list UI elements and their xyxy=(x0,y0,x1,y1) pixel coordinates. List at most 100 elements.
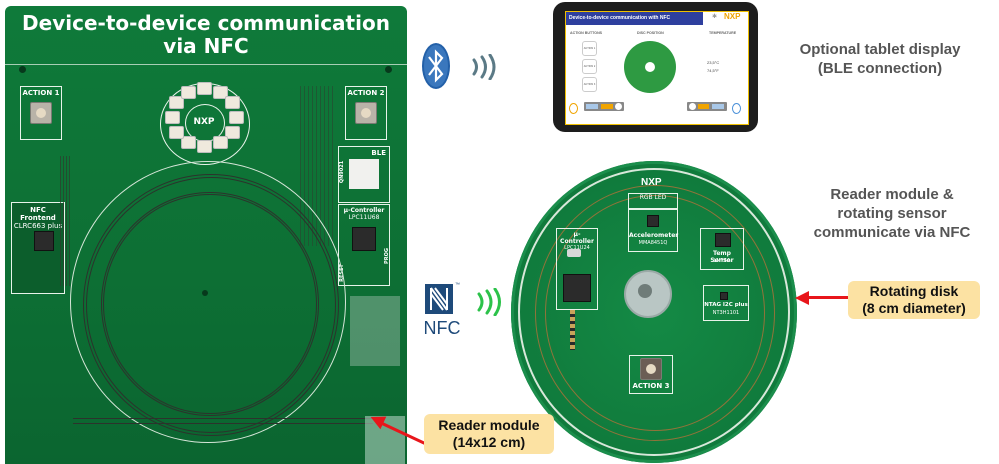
title-divider xyxy=(5,64,407,65)
ntag-label: NTAG I2C plus xyxy=(704,302,748,308)
button-cap xyxy=(361,108,371,118)
led xyxy=(197,140,212,154)
disk-nxp-logo: NXP xyxy=(641,177,662,188)
ntag-footprint: NTAG I2C plus NT3H1101 xyxy=(703,285,749,321)
led xyxy=(213,85,228,99)
board-title-line1: Device-to-device communication xyxy=(22,11,390,35)
ble-label: BLE xyxy=(371,149,386,157)
controller-label: µ-Controller xyxy=(343,207,385,214)
bluetooth-icon xyxy=(422,43,450,89)
tablet-bar-indicator xyxy=(689,103,696,110)
nfc-n-glyph xyxy=(430,287,448,311)
disk-pin-header xyxy=(570,310,575,350)
reader-module-board: Device-to-device communication via NFC A… xyxy=(5,6,407,464)
center-hole xyxy=(202,290,208,296)
tablet-bar-segment xyxy=(698,104,709,109)
tablet-bar-segment xyxy=(712,104,724,109)
connector-area xyxy=(350,296,400,366)
tablet-caption-line2: (BLE connection) xyxy=(817,60,943,77)
reset-button[interactable] xyxy=(567,249,581,257)
led xyxy=(165,111,180,124)
button-cap xyxy=(36,108,46,118)
action1-button[interactable] xyxy=(30,102,52,124)
prog-label: PROG xyxy=(384,248,391,264)
disk-arrow-line xyxy=(806,296,848,299)
nfc-frontend-chip-label: CLRC663 plus xyxy=(13,222,63,230)
nfc-label: NFC xyxy=(423,318,461,338)
nfc-trademark: ™ xyxy=(455,282,460,288)
tablet-bluetooth-icon: ✱ xyxy=(712,14,718,20)
nfc-frontend-label: NFC Frontend xyxy=(20,206,56,222)
clrc663-chip xyxy=(34,231,54,251)
antenna-outline xyxy=(70,161,346,443)
lpc11u68-chip xyxy=(352,227,376,251)
rgb-led-footprint: RGB LED xyxy=(628,193,678,210)
nfc-waves-icon xyxy=(477,288,501,316)
nfc-icon xyxy=(425,284,453,314)
pcb-traces xyxy=(60,156,70,286)
tablet-action1-button[interactable]: ACTION 1 xyxy=(582,41,597,56)
tablet-temp-fahrenheit: 74,5°F xyxy=(707,68,719,73)
tablet-bar-indicator xyxy=(615,103,622,110)
antenna-coil xyxy=(83,174,339,436)
led xyxy=(169,96,185,110)
button-cap xyxy=(646,364,656,374)
led xyxy=(229,111,244,124)
ble-footprint: BLE QN9021 xyxy=(338,146,390,203)
temp-sensor-footprint: Temp Sensor LM75A xyxy=(700,228,744,270)
nt3h1101-chip xyxy=(720,292,728,300)
disk-antenna-ring xyxy=(535,185,775,441)
led xyxy=(181,85,196,99)
action2-button[interactable] xyxy=(355,102,377,124)
antenna-coil-inner xyxy=(101,192,319,416)
nfc-caption-line1: Reader module & xyxy=(830,186,954,203)
action2-footprint: ACTION 2 xyxy=(345,86,387,140)
bluetooth-waves-icon xyxy=(472,54,496,80)
tablet-bar-segment xyxy=(586,104,598,109)
disk-rim xyxy=(518,168,790,456)
mounting-hole xyxy=(385,66,392,73)
board-title: Device-to-device communication via NFC xyxy=(5,12,407,58)
action3-footprint: ACTION 3 xyxy=(629,355,673,394)
lm75a-chip xyxy=(715,233,731,247)
disk-antenna-ring xyxy=(545,195,765,431)
led xyxy=(197,81,212,95)
tablet-header-title: Device-to-device communication with NFC xyxy=(566,12,703,25)
accelerometer-chip-label: MMA8451Q xyxy=(638,240,668,246)
tablet-action3-button[interactable]: ACTION 3 xyxy=(582,77,597,92)
led xyxy=(224,125,240,139)
tablet-nxp-logo: NXP xyxy=(724,12,741,21)
led xyxy=(181,136,196,150)
disk-hub-center xyxy=(638,284,652,298)
tablet-action2-button[interactable]: ACTION 2 xyxy=(582,59,597,74)
ble-module xyxy=(349,159,379,189)
led xyxy=(169,125,185,139)
disk-controller-footprint: µ-Controller LPC11U24 xyxy=(556,228,598,310)
tablet-caption: Optional tablet display (BLE connection) xyxy=(765,40,995,78)
tablet-caption-line1: Optional tablet display xyxy=(799,41,961,58)
rotating-disk-callout: Rotating disk (8 cm diameter) xyxy=(848,281,980,319)
accelerometer-footprint: Accelerometer MMA8451Q xyxy=(628,208,678,252)
reader-callout-line1: Reader module xyxy=(438,417,540,433)
tablet-bluetooth-status-icon xyxy=(732,103,741,114)
tablet-status-icon xyxy=(569,103,578,114)
temp-sensor-label: Temp Sensor xyxy=(710,250,734,264)
action2-label: ACTION 2 xyxy=(347,89,385,97)
ntag-chip-label: NT3H1101 xyxy=(712,310,740,316)
tablet-disc-hole xyxy=(645,62,655,72)
led xyxy=(224,96,240,110)
mma8451q-chip xyxy=(647,215,659,227)
tablet-col-action-buttons: ACTION BUTTONS xyxy=(570,31,603,35)
disk-controller-chip-label: LPC11U24 xyxy=(564,245,590,251)
nfc-caption-line3: communicate via NFC xyxy=(813,224,971,241)
controller-footprint: µ-Controller LPC11U68 PROG RESET xyxy=(338,204,390,286)
tablet-col-disc-position: DISC POSITION xyxy=(637,31,664,35)
action3-button[interactable] xyxy=(640,358,662,380)
nfc-frontend-footprint: NFC Frontend CLRC663 plus xyxy=(11,202,65,294)
tablet-status-bar-left xyxy=(584,102,624,111)
reader-callout-line2: (14x12 cm) xyxy=(452,434,526,450)
nfc-caption: Reader module & rotating sensor communic… xyxy=(785,185,999,242)
mounting-hole xyxy=(19,66,26,73)
tablet-status-bar-right xyxy=(687,102,727,111)
rgb-led-label: RGB LED xyxy=(639,194,667,201)
